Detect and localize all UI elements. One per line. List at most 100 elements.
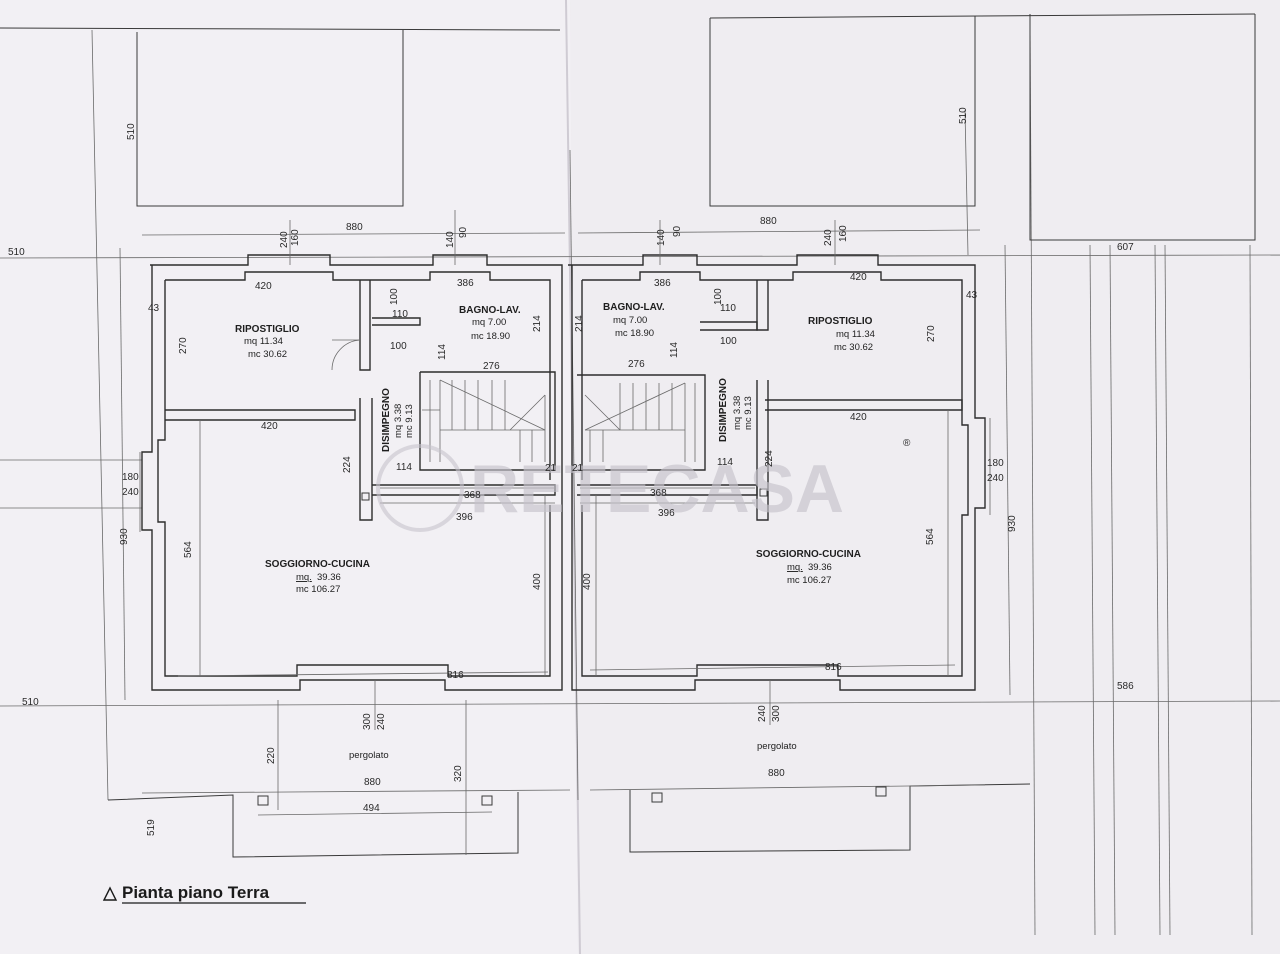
right-stairs bbox=[584, 382, 696, 462]
right-disimpegno-mq: mq 3.38 bbox=[732, 396, 743, 430]
left-ripostiglio-mc: mc 30.62 bbox=[248, 349, 287, 360]
right-soggiorno-mq-value: 39.36 bbox=[808, 562, 832, 573]
dim-420-right-top: 420 bbox=[850, 272, 867, 283]
dim-21-left: 21 bbox=[545, 463, 557, 474]
dimension-lines bbox=[119, 109, 1011, 855]
site-outline bbox=[0, 13, 1280, 936]
north-arrow-icon bbox=[102, 886, 118, 901]
left-disimpegno-mq: mq 3.38 bbox=[393, 404, 404, 438]
dim-880-left-bottom: 880 bbox=[364, 777, 381, 788]
dim-240-right: 240 bbox=[823, 229, 834, 246]
dim-224-left: 224 bbox=[342, 456, 353, 473]
dim-21-right: 21 bbox=[572, 463, 584, 474]
dim-564-left: 564 bbox=[183, 541, 194, 558]
left-ripostiglio-mq: mq 11.34 bbox=[244, 336, 283, 347]
dim-300-right: 300 bbox=[771, 705, 782, 722]
left-bagno-mq: mq 7.00 bbox=[472, 317, 506, 328]
dim-880-left-top: 880 bbox=[346, 222, 363, 233]
right-disimpegno-mc: mc 9.13 bbox=[743, 396, 754, 430]
dim-140-left: 140 bbox=[445, 231, 456, 248]
left-ripostiglio-name: RIPOSTIGLIO bbox=[235, 324, 300, 335]
pergolato-posts bbox=[257, 488, 887, 816]
dim-100-right-vert: 100 bbox=[713, 288, 724, 305]
left-disimpegno-mc: mc 9.13 bbox=[404, 404, 415, 438]
dim-110-right: 110 bbox=[720, 303, 736, 314]
dim-240-right-side: 240 bbox=[987, 473, 1004, 484]
left-soggiorno-mq-value: 39.36 bbox=[317, 572, 341, 583]
dim-160-left: 160 bbox=[290, 229, 301, 246]
left-unit-walls bbox=[141, 254, 563, 691]
dim-880-right-top: 880 bbox=[760, 216, 777, 227]
right-soggiorno-name: SOGGIORNO-CUCINA bbox=[756, 549, 861, 560]
dim-43-right: 43 bbox=[966, 290, 978, 301]
dim-100-right: 100 bbox=[720, 336, 737, 347]
dim-220: 220 bbox=[266, 747, 277, 764]
dim-420-left-mid: 420 bbox=[261, 421, 278, 432]
right-ripostiglio-mq: mq 11.34 bbox=[836, 329, 875, 340]
left-bagno-name: BAGNO-LAV. bbox=[459, 305, 521, 316]
dim-420-right-mid: 420 bbox=[850, 412, 867, 423]
right-pergolato-label: pergolato bbox=[757, 741, 797, 752]
dim-816-right: 816 bbox=[825, 662, 842, 673]
dim-160-right: 160 bbox=[838, 225, 849, 242]
dim-140-right: 140 bbox=[656, 229, 667, 246]
dim-100-left: 100 bbox=[390, 341, 407, 352]
dim-386-left: 386 bbox=[457, 278, 474, 289]
dim-90-left: 90 bbox=[458, 226, 469, 238]
dim-420-left-top: 420 bbox=[255, 281, 272, 292]
dim-276-right: 276 bbox=[628, 359, 645, 370]
left-bagno-mc: mc 18.90 bbox=[471, 331, 510, 342]
dim-400-left: 400 bbox=[532, 573, 543, 590]
dim-510-left-bottom: 510 bbox=[22, 697, 39, 708]
dim-510-left-mid: 510 bbox=[8, 247, 25, 258]
plan-title-block: Pianta piano Terra bbox=[102, 883, 306, 904]
dim-494: 494 bbox=[363, 803, 380, 814]
right-unit-labels: RIPOSTIGLIO mq 11.34 mc 30.62 BAGNO-LAV.… bbox=[603, 302, 875, 752]
right-bagno-mc: mc 18.90 bbox=[615, 328, 654, 339]
right-ripostiglio-mc: mc 30.62 bbox=[834, 342, 873, 353]
dim-816-left: 816 bbox=[447, 670, 464, 681]
dim-607: 607 bbox=[1117, 242, 1134, 253]
dim-586: 586 bbox=[1117, 681, 1134, 692]
dim-43-left: 43 bbox=[148, 303, 160, 314]
dim-510-left-top: 510 bbox=[126, 123, 137, 140]
dim-114-right-vert: 114 bbox=[669, 342, 680, 358]
dim-180-right: 180 bbox=[987, 458, 1004, 469]
dim-276-left: 276 bbox=[483, 361, 500, 372]
dim-100-left-vert: 100 bbox=[389, 288, 400, 305]
dim-396-right: 396 bbox=[658, 508, 675, 519]
dim-510-right-top: 510 bbox=[958, 107, 969, 124]
dim-114-right: 114 bbox=[717, 457, 733, 468]
right-ripostiglio-name: RIPOSTIGLIO bbox=[808, 316, 873, 327]
dim-930-left: 930 bbox=[119, 528, 130, 545]
left-soggiorno-name: SOGGIORNO-CUCINA bbox=[265, 559, 370, 570]
dim-114-left: 114 bbox=[396, 462, 412, 473]
left-disimpegno-name: DISIMPEGNO bbox=[381, 388, 392, 452]
dim-300-left: 300 bbox=[362, 713, 373, 730]
left-unit-labels: RIPOSTIGLIO mq 11.34 mc 30.62 BAGNO-LAV.… bbox=[235, 305, 521, 761]
dim-368-left: 368 bbox=[464, 490, 481, 501]
dim-368-right: 368 bbox=[650, 488, 667, 499]
dim-930-right: 930 bbox=[1007, 515, 1018, 532]
dim-396-left: 396 bbox=[456, 512, 473, 523]
dim-114-left-vert: 114 bbox=[437, 344, 448, 360]
watermark: RETECASA ® bbox=[376, 438, 911, 532]
dim-400-right: 400 bbox=[582, 573, 593, 590]
dim-214-left: 214 bbox=[532, 315, 543, 332]
dimension-texts: 510 510 510 510 880 880 880 880 160 240 … bbox=[8, 107, 1134, 836]
dim-270-right: 270 bbox=[926, 325, 937, 342]
right-bagno-mq: mq 7.00 bbox=[613, 315, 647, 326]
dim-90-right: 90 bbox=[672, 225, 683, 237]
dim-240-left-bottom: 240 bbox=[376, 713, 387, 730]
dim-240-left-side: 240 bbox=[122, 487, 139, 498]
watermark-registered-mark: ® bbox=[903, 438, 911, 449]
right-disimpegno-name: DISIMPEGNO bbox=[718, 378, 729, 442]
left-pergolato-label: pergolato bbox=[349, 750, 389, 761]
dim-224-right: 224 bbox=[764, 450, 775, 467]
dim-240-right-bottom: 240 bbox=[757, 705, 768, 722]
dim-270-left: 270 bbox=[178, 337, 189, 354]
dim-519: 519 bbox=[146, 819, 157, 836]
right-soggiorno-mq-label: mq. bbox=[787, 562, 803, 573]
